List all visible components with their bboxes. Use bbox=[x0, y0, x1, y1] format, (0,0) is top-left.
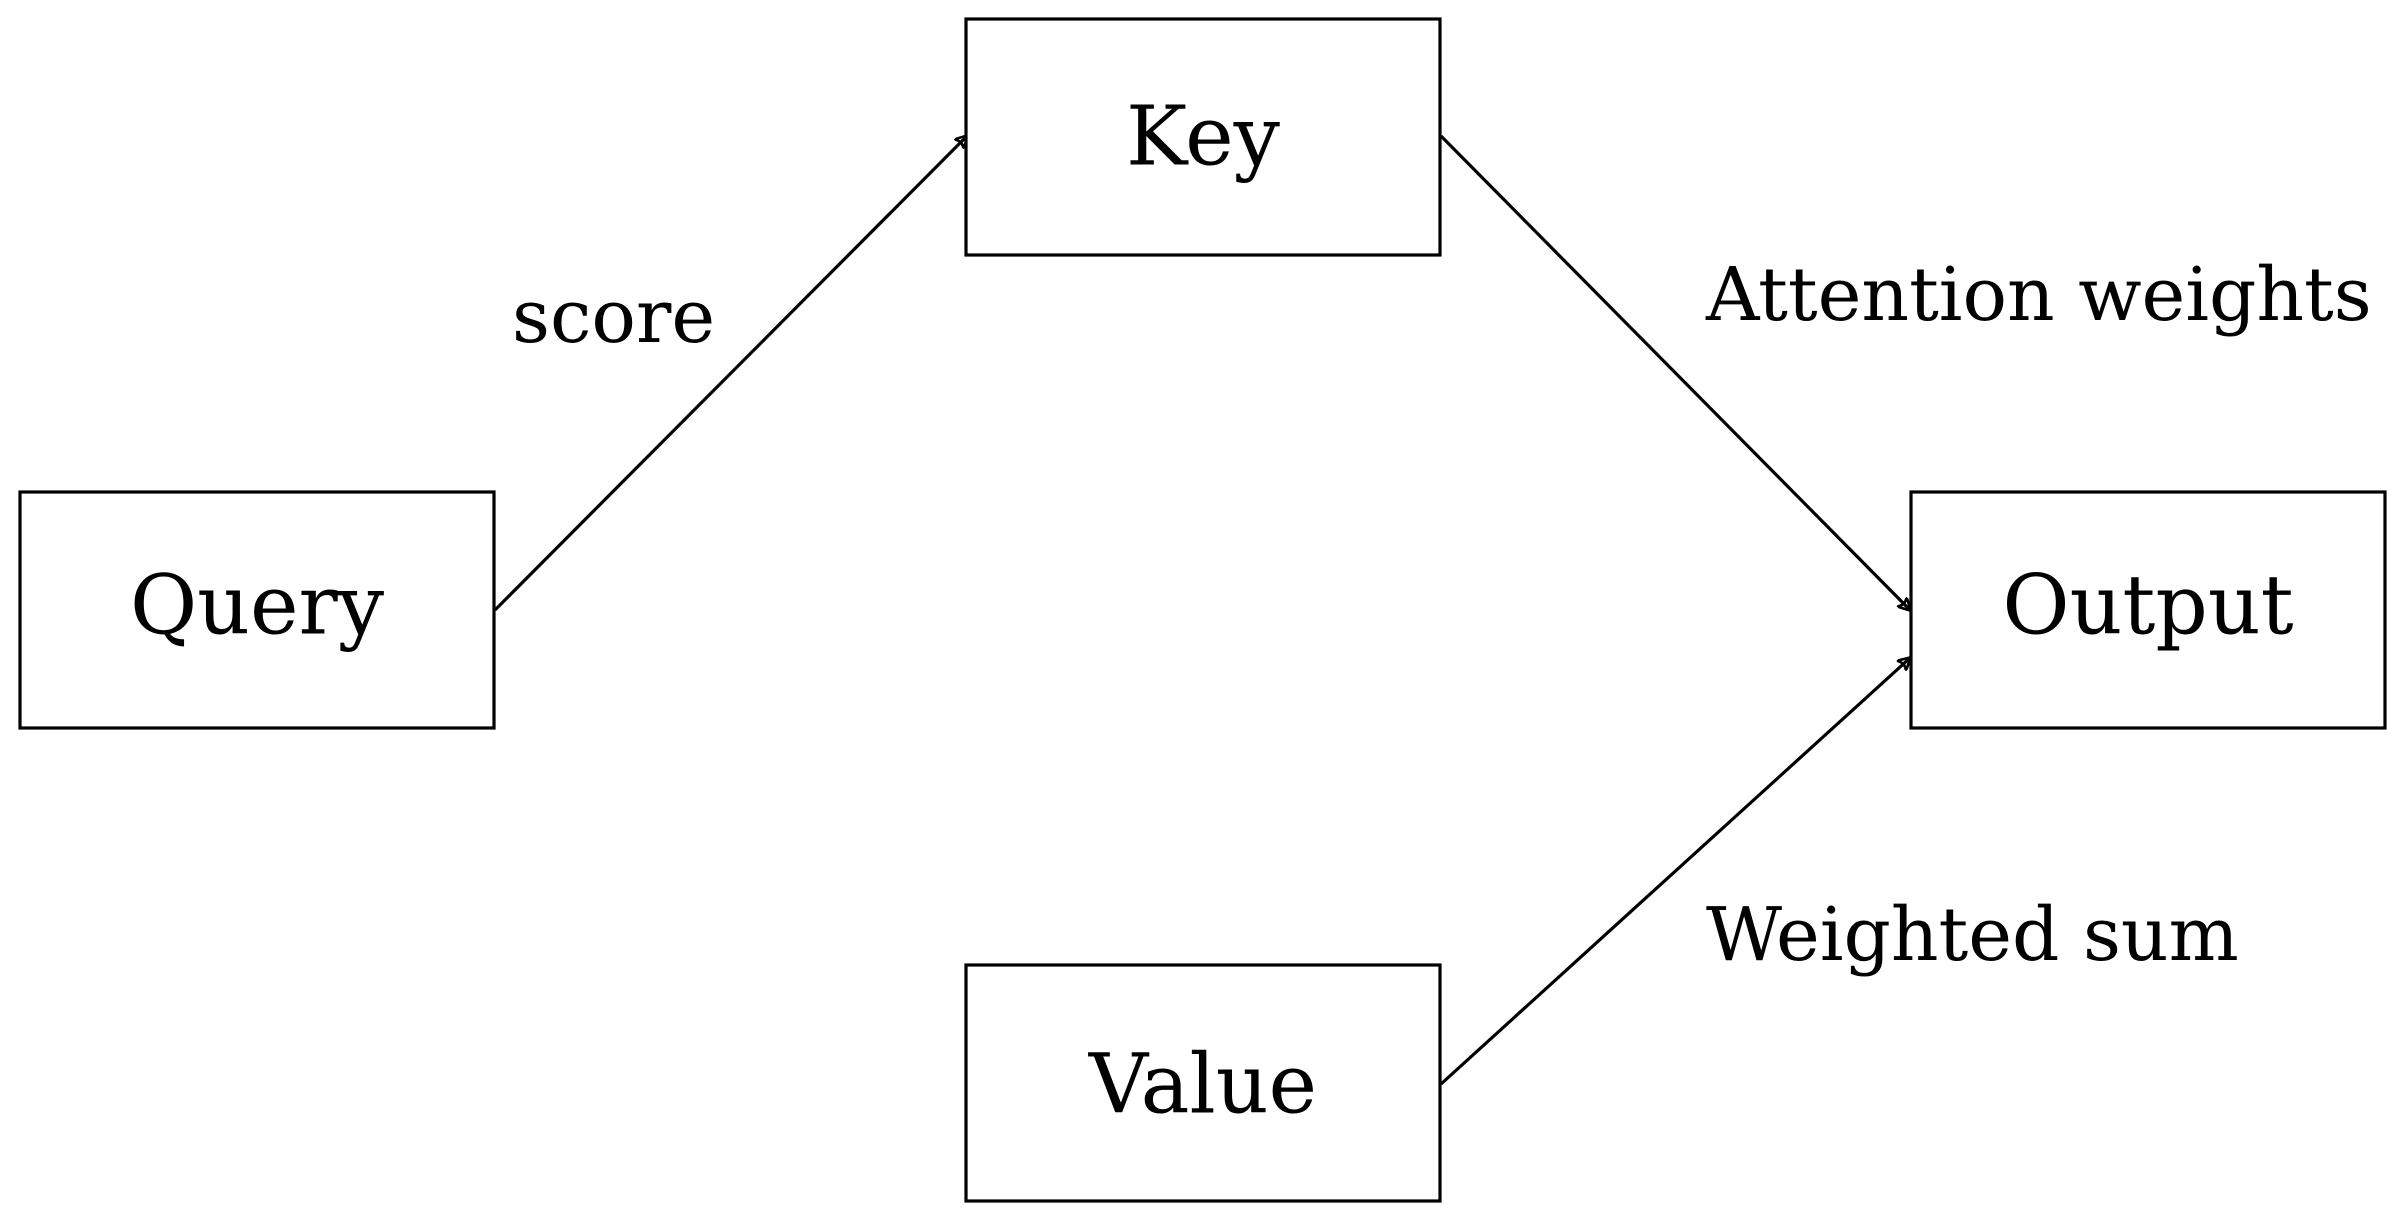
node-label-value: Value bbox=[1088, 1038, 1317, 1133]
edge-value-to-output bbox=[1439, 658, 1910, 1086]
node-label-output: Output bbox=[2002, 559, 2293, 654]
edge-key-to-output bbox=[1439, 134, 1910, 610]
node-output: Output bbox=[1909, 490, 2387, 730]
node-value: Value bbox=[964, 963, 1442, 1203]
node-label-key: Key bbox=[1126, 90, 1281, 185]
edge-label-weighted-sum: Weighted sum bbox=[1706, 892, 2239, 978]
edge-label-attention-weights: Attention weights bbox=[1705, 252, 2372, 338]
node-query: Query bbox=[18, 490, 496, 730]
edge-query-to-key bbox=[493, 136, 967, 612]
node-label-query: Query bbox=[130, 559, 385, 654]
edge-label-score: score bbox=[512, 274, 715, 360]
node-key: Key bbox=[964, 17, 1442, 257]
